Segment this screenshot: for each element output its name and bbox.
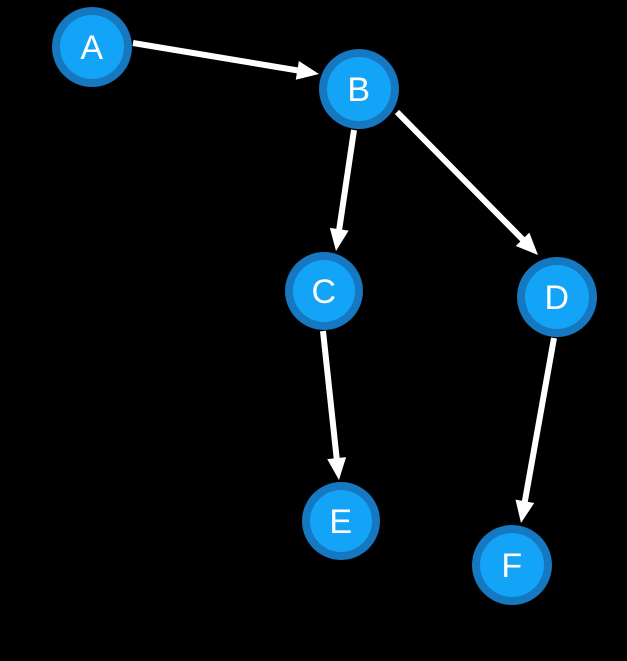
node-fill: [293, 260, 355, 322]
node-label: F: [501, 547, 522, 585]
edge-arrowhead-icon: [295, 61, 319, 80]
edge-b-c[interactable]: [329, 129, 357, 251]
edge-line: [132, 40, 301, 74]
nodes-layer: A B C D E F: [52, 7, 597, 605]
node-fill: [60, 15, 124, 79]
node-f[interactable]: F: [472, 525, 552, 605]
node-b[interactable]: B: [319, 49, 399, 129]
edge-line: [335, 129, 357, 233]
node-c[interactable]: C: [285, 252, 363, 330]
edge-b-d[interactable]: [394, 109, 538, 255]
node-label: E: [329, 503, 352, 541]
edge-d-f[interactable]: [515, 337, 557, 523]
edge-arrowhead-icon: [329, 227, 349, 251]
node-label: B: [347, 71, 370, 109]
node-a[interactable]: A: [52, 7, 132, 87]
node-e[interactable]: E: [302, 482, 380, 560]
edge-arrowhead-icon: [515, 499, 535, 523]
node-fill: [310, 490, 372, 552]
node-fill: [480, 533, 544, 597]
node-d[interactable]: D: [517, 257, 597, 337]
edge-line: [521, 337, 557, 505]
edge-arrowhead-icon: [327, 457, 347, 480]
edge-c-e[interactable]: [320, 330, 347, 480]
edges-layer: [132, 40, 557, 523]
node-label: A: [80, 29, 103, 67]
node-fill: [525, 265, 589, 329]
node-fill: [327, 57, 391, 121]
node-label: C: [311, 273, 336, 311]
edge-arrowhead-icon: [515, 232, 538, 255]
edge-line: [320, 330, 340, 462]
node-label: D: [544, 279, 569, 317]
edge-a-b[interactable]: [132, 40, 319, 80]
edge-line: [394, 109, 527, 244]
